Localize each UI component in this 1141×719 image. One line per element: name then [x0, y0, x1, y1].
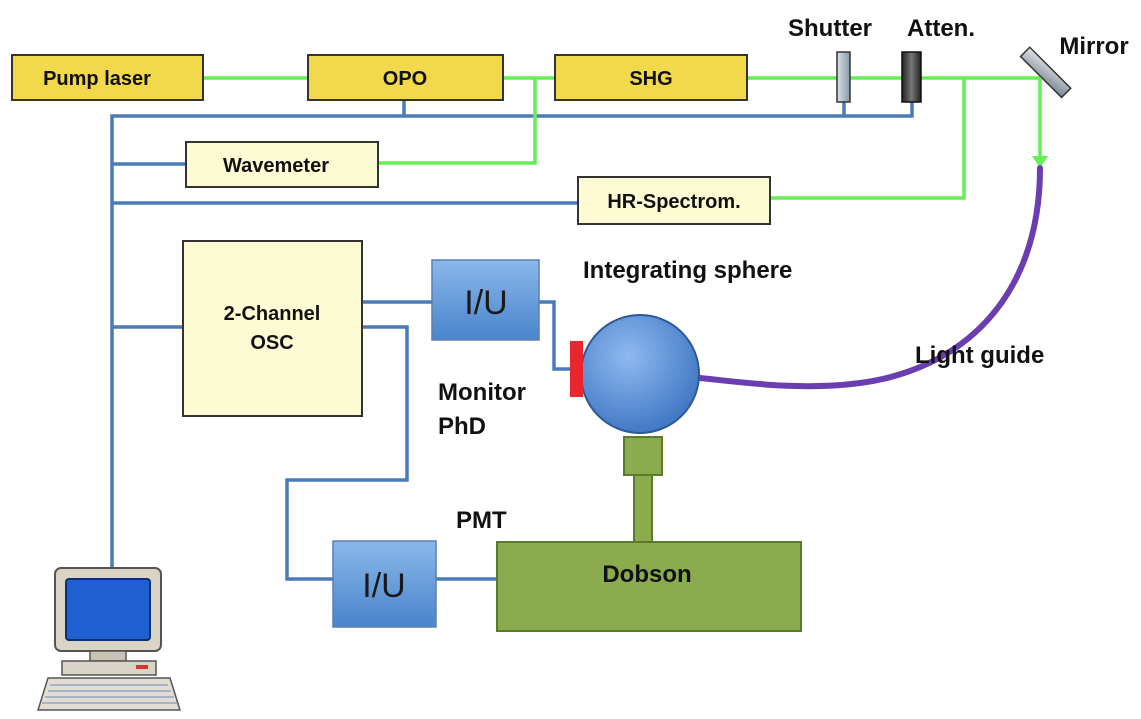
- pmt-head: [623, 436, 663, 476]
- hr-spectrometer-label: HR-Spectrom.: [607, 191, 740, 213]
- monitor-signal-line: [539, 300, 574, 371]
- beam-to-wavemeter: [378, 78, 537, 165]
- dobson-label: Dobson: [602, 561, 691, 588]
- power-light: [136, 665, 148, 669]
- monitor-screen: [65, 578, 151, 641]
- light-guide-label: Light guide: [915, 342, 1044, 369]
- monitor-photodiode: [570, 341, 583, 397]
- iu-monitor-label: I/U: [464, 284, 507, 322]
- sphere-icon: [580, 314, 700, 434]
- attenuator-icon: [901, 51, 922, 103]
- shutter-label: Shutter: [788, 15, 872, 42]
- control-bus-line: [110, 100, 914, 572]
- beam-to-spectrometer: [770, 78, 966, 200]
- iu-converter-monitor: I/U: [431, 259, 540, 341]
- opo-box: OPO: [307, 54, 504, 101]
- pump-laser-box: Pump laser: [11, 54, 204, 101]
- shg-label: SHG: [629, 68, 672, 90]
- shg-box: SHG: [554, 54, 748, 101]
- oscilloscope-label-line1: 2-Channel: [224, 303, 321, 325]
- wavemeter-box: Wavemeter: [185, 141, 379, 188]
- keyboard-keys: [42, 684, 177, 704]
- monitor-stand: [89, 650, 127, 662]
- beam-arrowhead: [1032, 156, 1048, 168]
- pump-laser-label: Pump laser: [43, 68, 151, 90]
- monitor-phd-label-line1: Monitor: [438, 379, 526, 406]
- oscilloscope-label-line2: OSC: [250, 332, 293, 354]
- attenuator-element: [901, 51, 922, 103]
- mirror-icon: [1019, 46, 1072, 99]
- hr-spectrometer-box: HR-Spectrom.: [577, 176, 771, 225]
- iu-pmt-label: I/U: [362, 567, 405, 605]
- keyboard: [36, 677, 182, 711]
- integrating-sphere-label: Integrating sphere: [583, 257, 792, 284]
- oscilloscope-box: 2-Channel OSC: [182, 240, 363, 417]
- attenuator-label: Atten.: [907, 15, 975, 42]
- shutter-element: [836, 51, 851, 103]
- signal-lines: [110, 100, 914, 581]
- pmt-stem: [633, 474, 653, 543]
- laser-beam-paths: [203, 76, 1048, 200]
- osc-channel2-line: [285, 325, 409, 581]
- computer-icon: [36, 567, 182, 711]
- mirror-element: [1019, 46, 1072, 99]
- opo-label: OPO: [383, 68, 427, 90]
- iu-converter-pmt: I/U: [332, 540, 437, 628]
- shutter-icon: [836, 51, 851, 103]
- dobson-box: Dobson: [496, 541, 802, 632]
- wavemeter-label: Wavemeter: [223, 155, 329, 177]
- pmt-coupler: [623, 436, 663, 543]
- integrating-sphere: [580, 314, 700, 434]
- computer-base: [61, 660, 157, 676]
- mirror-label: Mirror: [1059, 33, 1128, 60]
- monitor-phd-label-line2: PhD: [438, 413, 486, 440]
- light-guide-fiber: [697, 165, 1043, 390]
- pmt-label: PMT: [456, 507, 507, 534]
